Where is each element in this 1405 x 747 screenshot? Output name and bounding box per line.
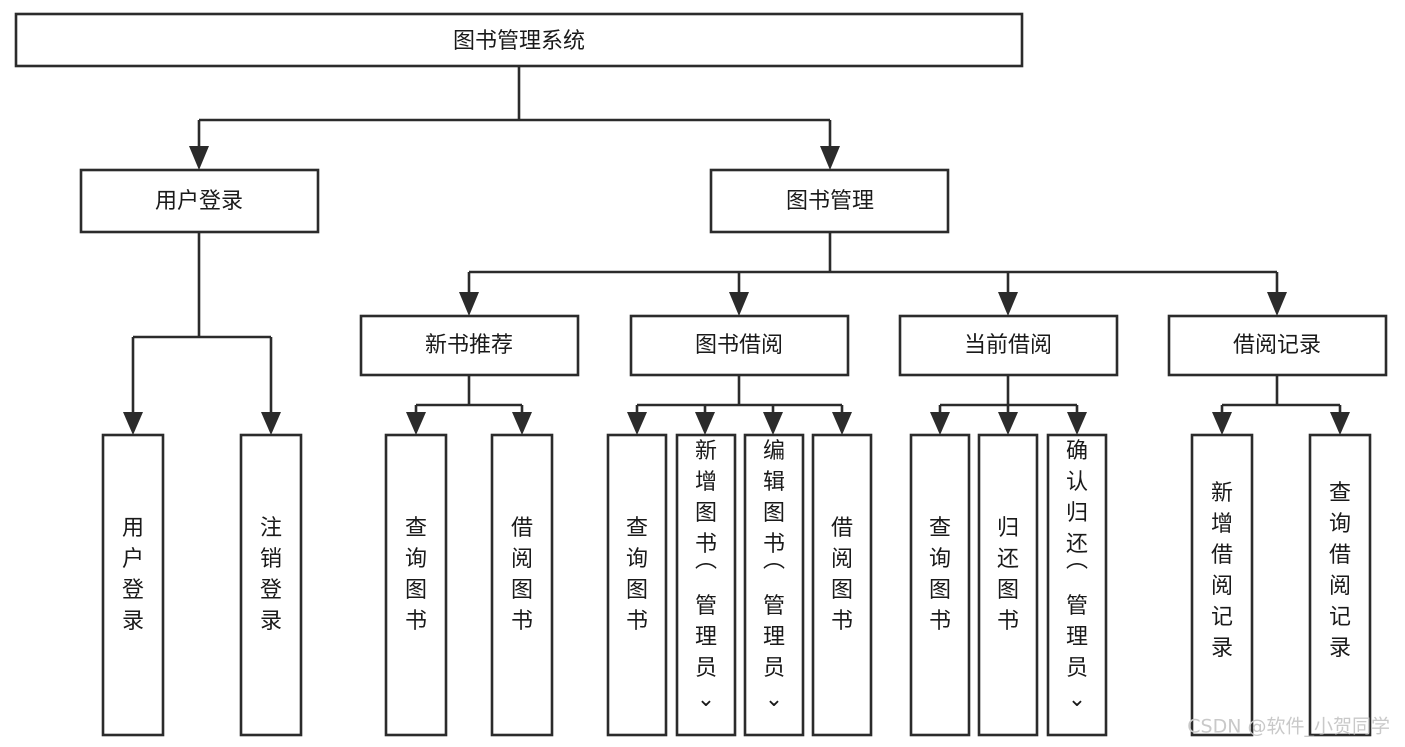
node-leaf-edit-book-box[interactable] <box>743 433 805 737</box>
node-leaf-query-book-1[interactable]: 查询图书 <box>384 433 448 737</box>
node-leaf-add-record-label: 新增借阅记录 <box>1211 481 1233 661</box>
node-leaf-logout-label: 注销登录 <box>260 516 282 634</box>
arrow-down-icon <box>1330 412 1350 435</box>
arrow-down-icon <box>1067 412 1087 435</box>
node-leaf-query-record-box[interactable] <box>1308 433 1372 737</box>
node-root-label: 图书管理系统 <box>453 29 585 54</box>
csdn-watermark: CSDN @软件_小贺同学 <box>1187 716 1390 738</box>
node-book-borrow[interactable]: 图书借阅 <box>629 314 850 377</box>
arrow-down-icon <box>406 412 426 435</box>
node-new-book-recommend-label: 新书推荐 <box>425 333 513 358</box>
node-leaf-query-book-2-label: 查询图书 <box>626 516 648 634</box>
arrow-down-icon <box>261 412 281 435</box>
node-leaf-borrow-book-1[interactable]: 借阅图书 <box>490 433 554 737</box>
arrow-down-icon <box>998 412 1018 435</box>
node-user-login[interactable]: 用户登录 <box>79 168 320 234</box>
node-borrow-record-box[interactable] <box>1167 314 1388 377</box>
node-leaf-return-book-label: 归还图书 <box>997 516 1019 634</box>
node-book-manage[interactable]: 图书管理 <box>709 168 950 234</box>
node-user-login-label: 用户登录 <box>155 189 243 214</box>
arrow-down-icon <box>627 412 647 435</box>
node-new-book-recommend[interactable]: 新书推荐 <box>359 314 580 377</box>
arrow-down-icon <box>832 412 852 435</box>
node-borrow-record[interactable]: 借阅记录 <box>1167 314 1388 377</box>
arrow-down-icon <box>512 412 532 435</box>
arrow-down-icon <box>695 412 715 435</box>
arrow-down-icon <box>1212 412 1232 435</box>
node-new-book-recommend-box[interactable] <box>359 314 580 377</box>
node-leaf-query-book-3-box[interactable] <box>909 433 971 737</box>
node-user-login-box[interactable] <box>79 168 320 234</box>
arrow-down-icon <box>820 146 840 170</box>
node-leaf-query-record[interactable]: 查询借阅记录 <box>1308 433 1372 737</box>
node-leaf-logout-box[interactable] <box>239 433 303 737</box>
node-leaf-borrow-book-2-label: 借阅图书 <box>831 516 853 634</box>
arrow-down-icon <box>189 146 209 170</box>
node-leaf-user-login-label: 用户登录 <box>122 516 144 634</box>
node-borrow-record-label: 借阅记录 <box>1233 333 1321 358</box>
node-leaf-return-book-box[interactable] <box>977 433 1039 737</box>
node-book-borrow-box[interactable] <box>629 314 850 377</box>
node-leaf-return-book[interactable]: 归还图书 <box>977 433 1039 737</box>
node-current-borrow-label: 当前借阅 <box>964 333 1052 358</box>
node-leaf-add-record-box[interactable] <box>1190 433 1254 737</box>
node-leaf-add-book-box[interactable] <box>675 433 737 737</box>
node-leaf-add-record[interactable]: 新增借阅记录 <box>1190 433 1254 737</box>
node-leaf-query-book-3[interactable]: 查询图书 <box>909 433 971 737</box>
node-leaf-borrow-book-1-label: 借阅图书 <box>511 516 533 634</box>
node-leaf-user-login[interactable]: 用户登录 <box>101 433 165 737</box>
node-leaf-user-login-box[interactable] <box>101 433 165 737</box>
arrow-down-icon <box>123 412 143 435</box>
node-book-manage-label: 图书管理 <box>786 189 874 214</box>
node-root-box[interactable] <box>14 12 1024 68</box>
node-leaf-query-book-2-box[interactable] <box>606 433 668 737</box>
node-leaf-query-book-2[interactable]: 查询图书 <box>606 433 668 737</box>
node-leaf-edit-book-label: 编辑图书⌒管理员⌄ <box>763 439 785 712</box>
node-leaf-query-book-1-label: 查询图书 <box>405 516 427 634</box>
node-leaf-edit-book[interactable]: 编辑图书⌒管理员⌄ <box>743 433 805 737</box>
node-leaf-query-record-label: 查询借阅记录 <box>1329 481 1351 661</box>
node-current-borrow-box[interactable] <box>898 314 1119 377</box>
node-leaf-confirm-return-label: 确认归还⌒管理员⌄ <box>1066 439 1088 712</box>
arrow-down-icon <box>729 292 749 316</box>
node-leaf-borrow-book-1-box[interactable] <box>490 433 554 737</box>
arrow-down-icon <box>998 292 1018 316</box>
node-leaf-query-book-1-box[interactable] <box>384 433 448 737</box>
arrow-down-icon <box>1267 292 1287 316</box>
leaf-node-group: 用户登录 注销登录 查询图书 借阅图书 查询图书 新增图书⌒管理员⌄ <box>101 433 1372 737</box>
node-current-borrow[interactable]: 当前借阅 <box>898 314 1119 377</box>
node-leaf-confirm-return[interactable]: 确认归还⌒管理员⌄ <box>1046 433 1108 737</box>
node-book-manage-box[interactable] <box>709 168 950 234</box>
arrow-down-icon <box>763 412 783 435</box>
node-leaf-confirm-return-box[interactable] <box>1046 433 1108 737</box>
arrow-down-icon <box>459 292 479 316</box>
node-leaf-add-book-label: 新增图书⌒管理员⌄ <box>695 439 717 712</box>
node-leaf-borrow-book-2-box[interactable] <box>811 433 873 737</box>
node-root[interactable]: 图书管理系统 <box>14 12 1024 68</box>
arrowhead-group <box>123 146 1350 435</box>
node-book-borrow-label: 图书借阅 <box>695 333 783 358</box>
connector-group <box>131 66 1342 412</box>
node-leaf-query-book-3-label: 查询图书 <box>929 516 951 634</box>
node-leaf-add-book[interactable]: 新增图书⌒管理员⌄ <box>675 433 737 737</box>
node-leaf-logout[interactable]: 注销登录 <box>239 433 303 737</box>
arrow-down-icon <box>930 412 950 435</box>
node-leaf-borrow-book-2[interactable]: 借阅图书 <box>811 433 873 737</box>
